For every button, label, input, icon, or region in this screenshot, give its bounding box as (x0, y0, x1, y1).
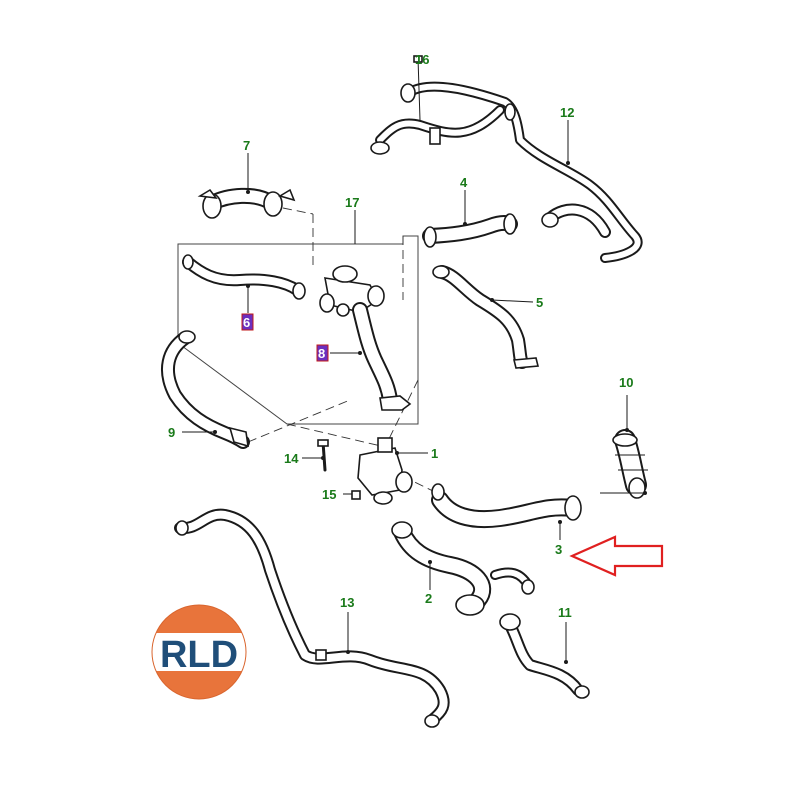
callout-8-highlight (316, 344, 329, 362)
logo-text: RLD (160, 634, 238, 676)
callout-9: 9 (168, 425, 175, 440)
hose-6 (182, 254, 306, 300)
callout-8: 8 (318, 346, 325, 361)
callout-1: 1 (431, 446, 438, 461)
callout-10: 10 (619, 375, 633, 390)
bolt-14 (317, 439, 329, 472)
callout-12: 12 (560, 105, 574, 120)
callout-7: 7 (243, 138, 250, 153)
callout-6: 6 (243, 315, 250, 330)
callout-5: 5 (536, 295, 543, 310)
hose-8 (352, 302, 412, 411)
callout-13: 13 (340, 595, 354, 610)
hose-12 (370, 81, 643, 263)
callout-15: 15 (322, 487, 336, 502)
callout-17: 17 (345, 195, 359, 210)
callout-16: 16 (415, 52, 429, 67)
callout-4: 4 (460, 175, 468, 190)
hose-10 (612, 429, 648, 499)
hose-9 (161, 330, 250, 449)
thermostat-housing-17 (319, 265, 385, 317)
hose-3 (431, 483, 582, 529)
callout-2: 2 (425, 591, 432, 606)
callout-14: 14 (284, 451, 299, 466)
hose-13 (174, 508, 450, 728)
callout-11: 11 (558, 605, 572, 620)
leader-lines (182, 120, 647, 664)
water-pump-1 (357, 437, 413, 505)
bolt-15 (351, 490, 361, 500)
callout-3: 3 (555, 542, 562, 557)
rld-logo: RLD (148, 604, 250, 700)
hose-5 (432, 265, 540, 369)
callout-6-highlight (241, 313, 254, 331)
hose-2 (391, 521, 535, 616)
bolt-16 (413, 55, 423, 121)
callouts: 16 12 7 4 17 5 6 8 10 9 1 14 15 3 2 13 1… (168, 52, 633, 620)
explode-lines (247, 207, 436, 493)
hose-7 (197, 187, 296, 219)
hose-4 (422, 213, 518, 248)
pointer-arrow (569, 535, 664, 577)
hose-11 (499, 613, 590, 699)
